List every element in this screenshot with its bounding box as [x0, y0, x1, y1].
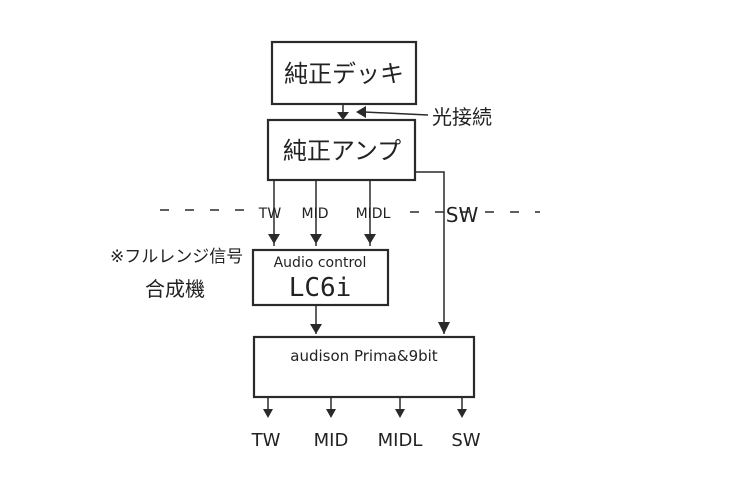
mid-arrowhead — [310, 234, 322, 244]
amp-out-mid-label: MID — [302, 206, 329, 222]
dsp-label: audison Prima&9bit — [290, 347, 438, 365]
processor-model-label: LC6i — [289, 273, 352, 303]
sw-arrowhead — [438, 322, 450, 334]
processor-to-dsp-arrowhead — [310, 324, 322, 334]
deck-to-amp-arrowhead — [337, 112, 349, 120]
final-sw-arrowhead — [457, 409, 467, 418]
midl-arrowhead — [364, 234, 376, 244]
final-tw-arrowhead — [263, 409, 273, 418]
processor-box — [251, 248, 390, 307]
full-range-note-line2: 合成機 — [145, 277, 205, 301]
tw-arrowhead — [268, 234, 280, 244]
amp-label: 純正アンプ — [283, 137, 401, 165]
final-out-tw-label: TW — [251, 430, 281, 451]
deck-box — [270, 40, 418, 106]
optical-arrowhead — [356, 106, 366, 118]
final-mid-arrowhead — [326, 409, 336, 418]
amp-out-tw-label: TW — [258, 206, 282, 222]
optical-connection-label: 光接続 — [432, 105, 492, 129]
final-out-mid-label: MID — [314, 430, 349, 451]
amp-box — [266, 118, 417, 182]
amp-out-sw-label: SW — [446, 203, 479, 227]
dsp-box — [252, 335, 476, 399]
final-out-sw-label: SW — [451, 430, 480, 451]
final-midl-arrowhead — [395, 409, 405, 418]
deck-label: 純正デッキ — [284, 60, 404, 88]
sw-wire — [415, 171, 445, 334]
optical-arrow-line — [363, 111, 429, 116]
final-out-midl-label: MIDL — [378, 430, 423, 451]
full-range-note-line1: ※フルレンジ信号 — [110, 247, 243, 267]
amp-out-midl-label: MIDL — [356, 206, 391, 222]
processor-top-label: Audio control — [274, 255, 367, 271]
